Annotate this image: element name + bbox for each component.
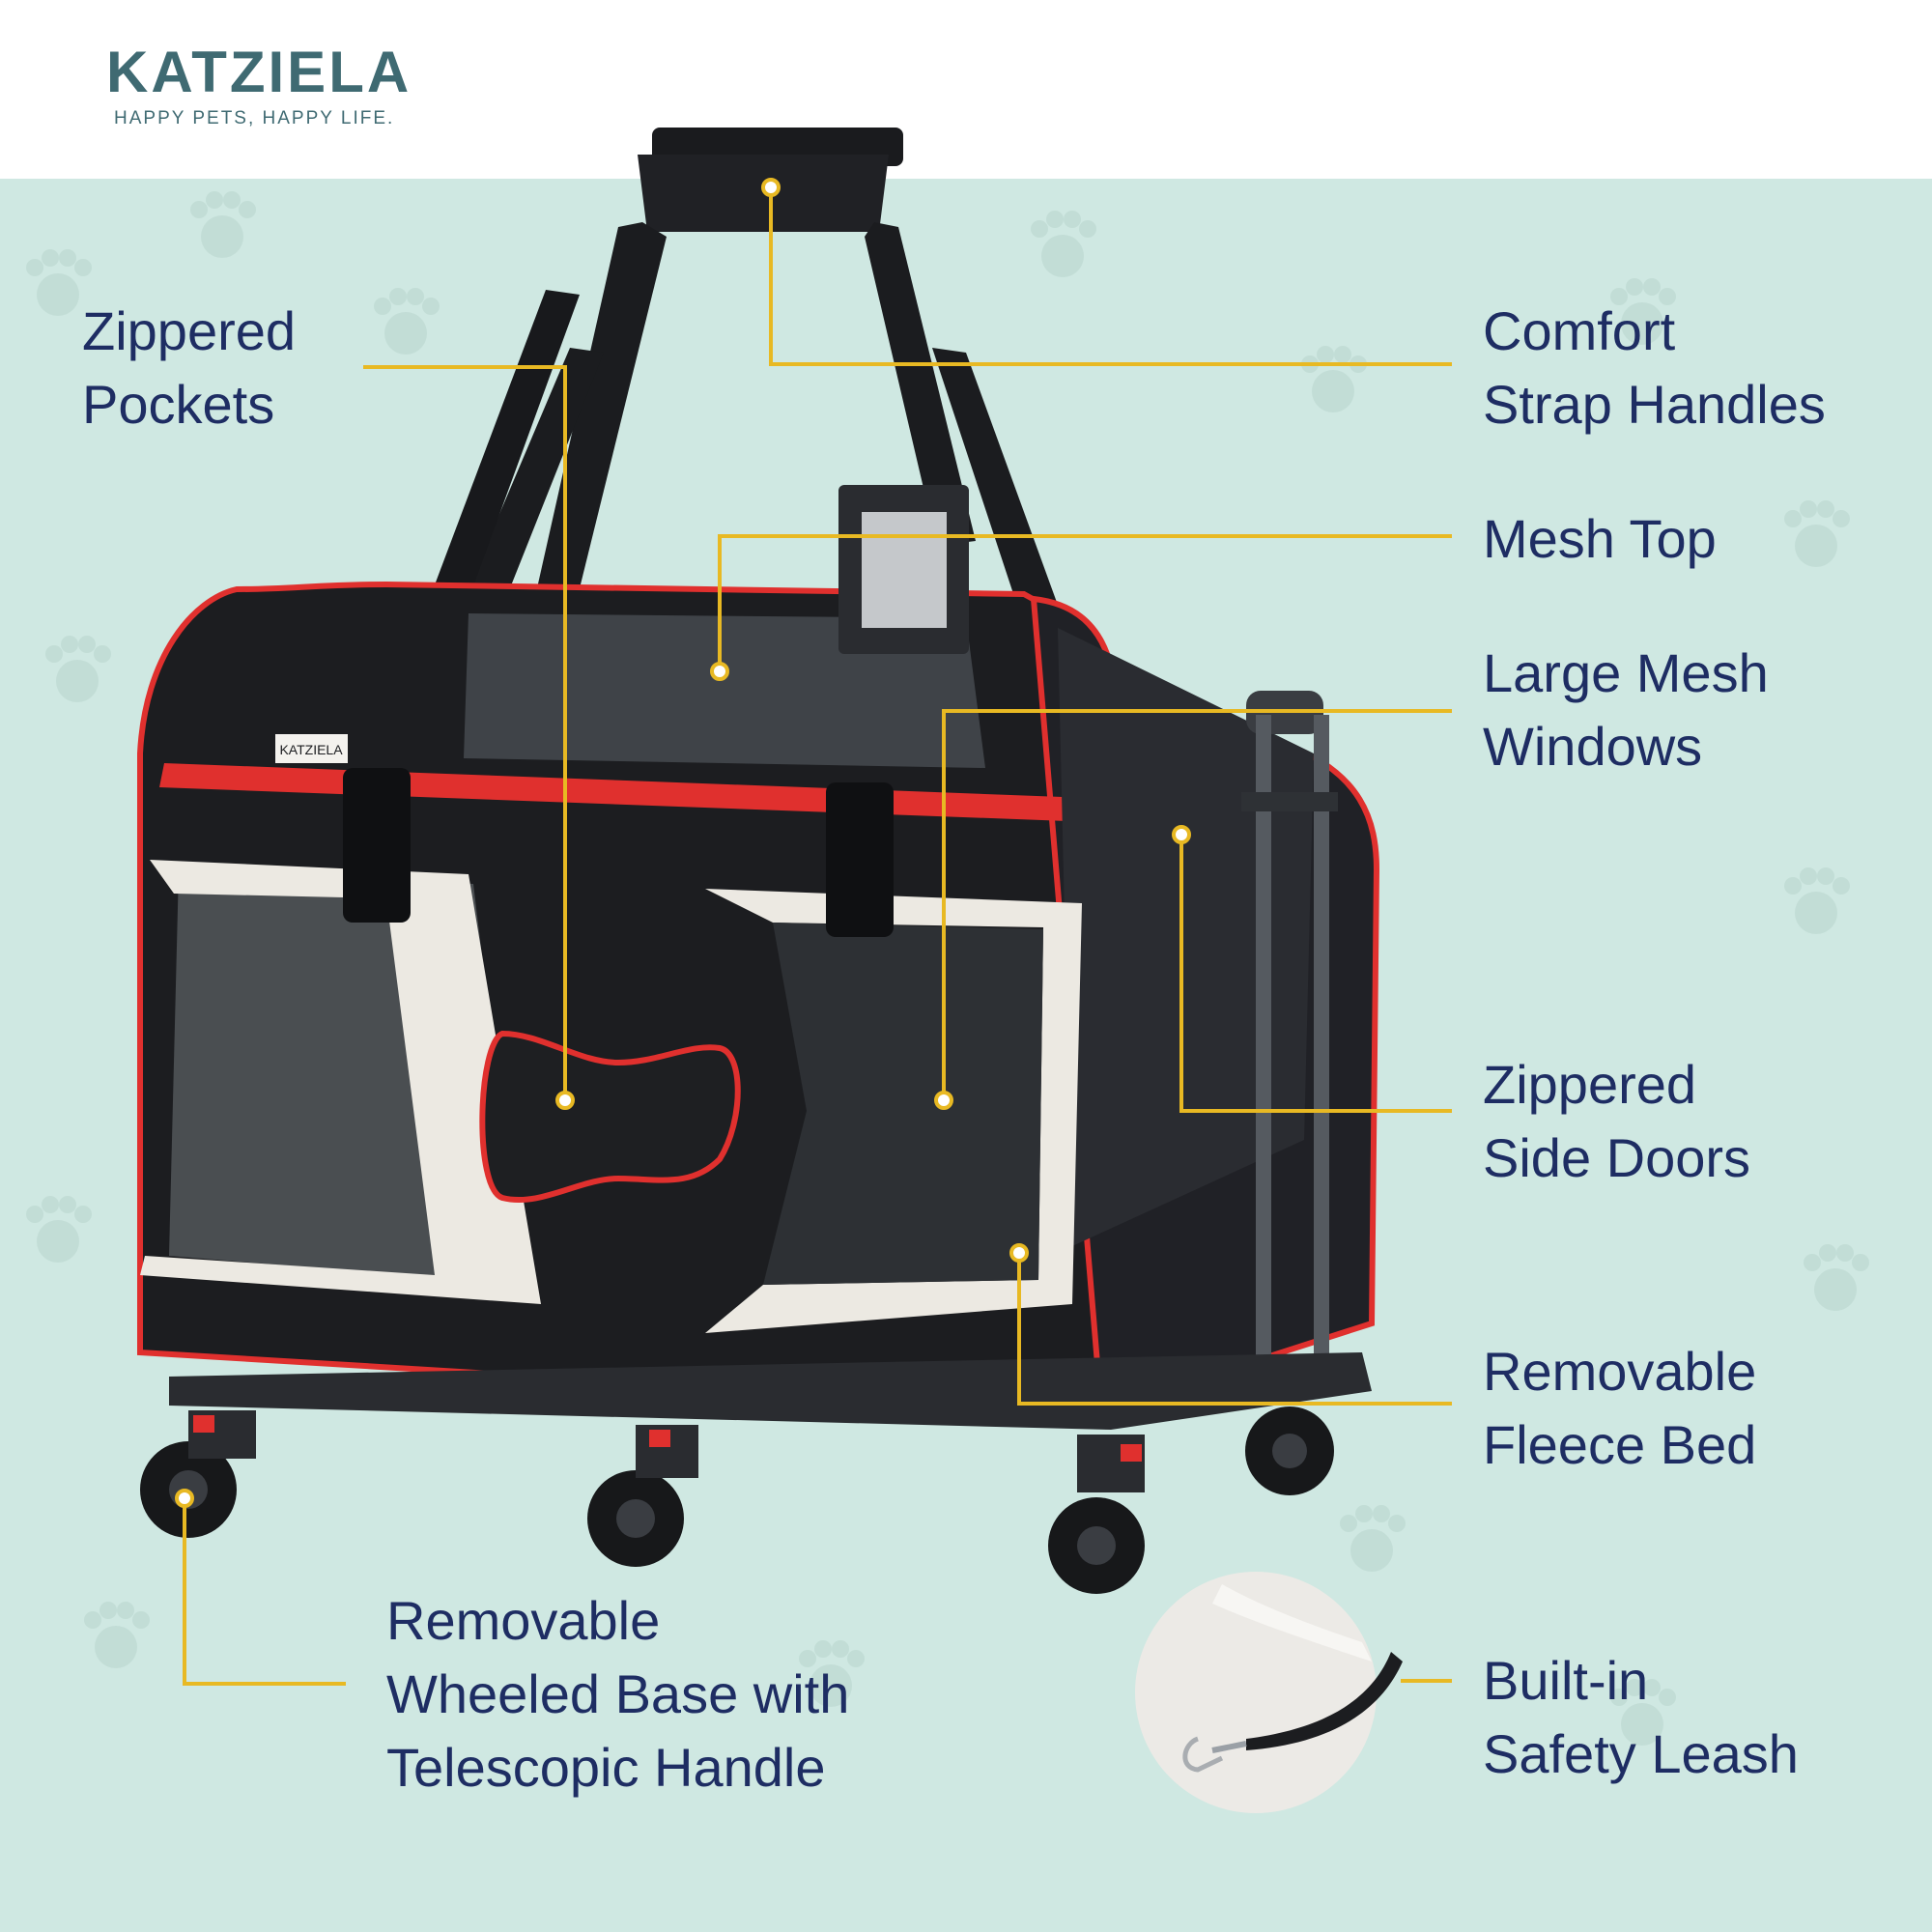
paw-print-decoration (799, 1640, 865, 1707)
paw-print-decoration (1784, 500, 1850, 567)
paw-print-decoration (374, 288, 440, 355)
brand-tagline: HAPPY PETS, HAPPY LIFE. (114, 108, 395, 128)
telescopic-handle-graphic (1241, 691, 1338, 1372)
paw-print-decoration (1784, 867, 1850, 934)
wheeled-base-graphic (140, 1352, 1372, 1594)
carrier-brand-tag: KATZIELA (279, 742, 343, 757)
carrier-body: KATZIELA (137, 485, 1380, 1415)
brand-logo: KATZIELA (106, 40, 412, 104)
leader-lines (183, 187, 1452, 1686)
paw-print-decoration (45, 636, 111, 702)
paw-print-decoration (1610, 1679, 1676, 1746)
paw-pattern-background (26, 191, 1869, 1746)
paw-print-decoration (26, 249, 92, 316)
paw-print-decoration (190, 191, 256, 258)
label-mesh-top: Mesh Top (1483, 508, 1717, 569)
safety-leash-inset (1135, 1572, 1403, 1813)
paw-print-decoration (26, 1196, 92, 1263)
paw-print-decoration (1340, 1505, 1406, 1572)
callout-dots (175, 178, 1191, 1508)
paw-print-decoration (1804, 1244, 1869, 1311)
paw-print-decoration (84, 1602, 150, 1668)
paw-print-decoration (1031, 211, 1096, 277)
header: KATZIELA HAPPY PETS, HAPPY LIFE. (0, 0, 1932, 179)
paw-print-decoration (1610, 278, 1676, 345)
